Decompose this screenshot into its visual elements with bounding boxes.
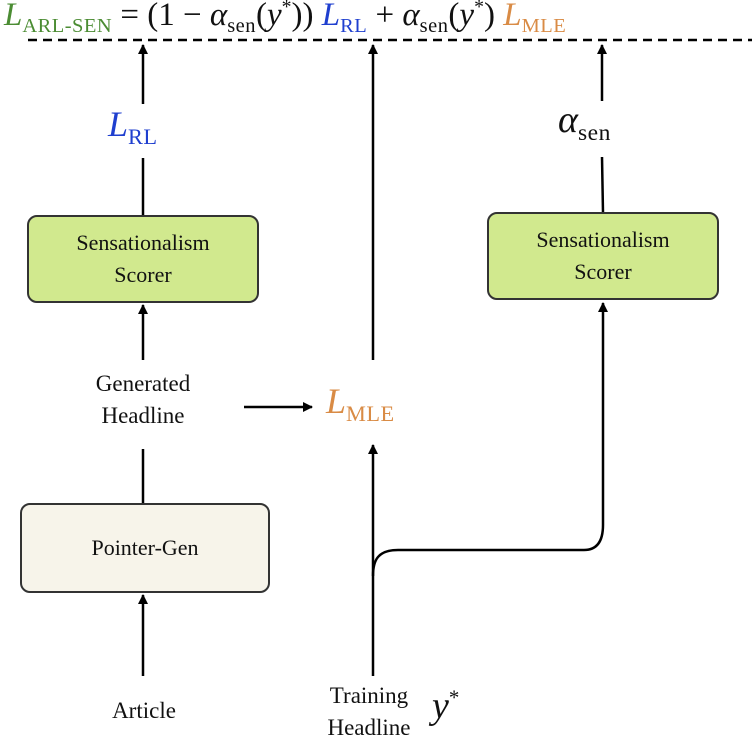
l-mle-label: LMLE — [326, 381, 395, 426]
scorer-left-line1: Sensationalism — [76, 230, 210, 256]
scorer-right-line1: Sensationalism — [536, 227, 670, 253]
y-star-label: y* — [432, 685, 460, 727]
line-scorer-right-to-alpha — [600, 156, 605, 214]
branch-training-to-scorer-right — [371, 302, 608, 577]
pointer-gen-label: Pointer-Gen — [91, 535, 199, 561]
scorer-left-line2: Scorer — [114, 262, 172, 287]
scorer-right-line2: Scorer — [574, 259, 632, 284]
loss-equation: LARL-SEN = (1 − αsen(y*)) LRL + αsen(y*)… — [4, 0, 567, 38]
alpha-sen-label: αsen — [558, 99, 611, 147]
article-label: Article — [112, 698, 176, 723]
pointer-gen-box: Pointer-Gen — [20, 503, 270, 593]
l-rl-label: LRL — [108, 104, 158, 149]
